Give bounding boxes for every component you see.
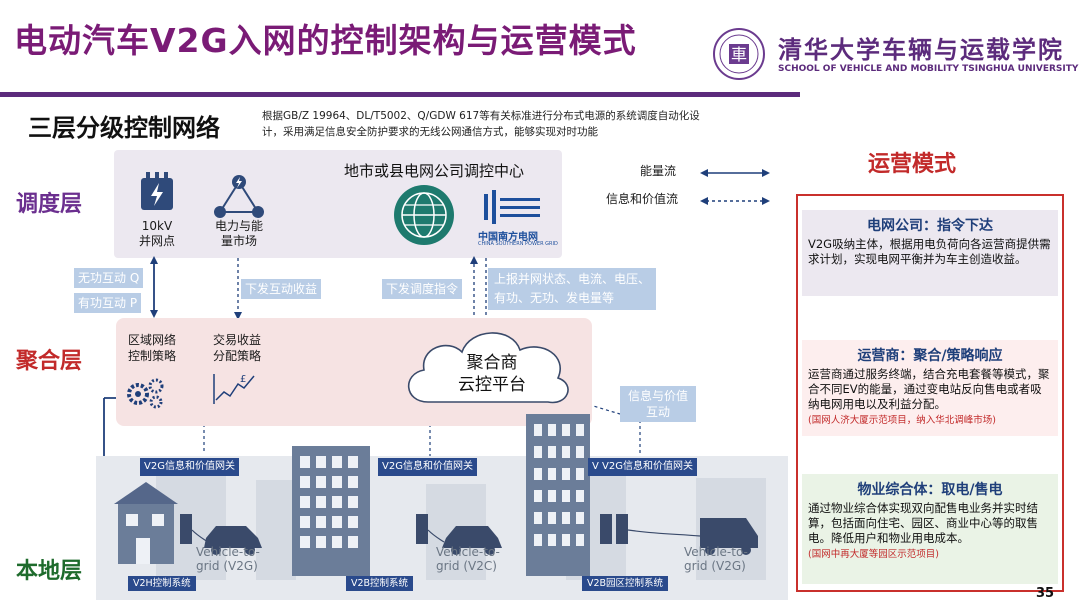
grid-company-card: 电网公司：指令下达 V2G吸纳主体，根据用电负荷向各运营商提供需求计划，实现电网…: [802, 210, 1058, 296]
school-name-en: SCHOOL OF VEHICLE AND MOBILITY TSINGHUA …: [778, 64, 1079, 74]
v2b-control-system-tag: V2B控制系统: [346, 576, 414, 591]
report-status-tag: 上报并网状态、电流、电压、 有功、无功、发电量等: [488, 268, 657, 310]
trade-strategy-line-1: 交易收益: [212, 333, 261, 347]
legend-info-arrow-icon: [700, 192, 770, 211]
v2g-caption-b-2: grid (V2C): [436, 559, 497, 573]
dispatch-command-tag: 下发调度指令: [382, 279, 463, 299]
v2g-gateway-1: V2G信息和价值网关: [140, 458, 239, 476]
grid-company-card-body: V2G吸纳主体，根据用电负荷向各运营商提供需求计划，实现电网平衡并为车主创造收益…: [808, 237, 1051, 266]
school-name-cn: 清华大学车辆与运载学院: [778, 36, 1064, 64]
tsinghua-seal-logo: 車: [713, 28, 765, 80]
standards-note: 根据GB/Z 19964、DL/T5002、Q/GDW 617等有关标准进行分布…: [262, 110, 700, 138]
v2g-caption-c-1: Vehicle-to-: [684, 545, 748, 559]
property-complex-card: 物业综合体：取电/售电 通过物业综合体实现双向配售电业务并实时结算，包括面向住宅…: [802, 474, 1058, 584]
revenue-chart-icon: £: [210, 370, 258, 410]
operation-mode-title: 运营模式: [868, 152, 957, 177]
property-complex-card-body: 通过物业综合体实现双向配售电业务并实时结算，包括面向住宅、园区、商业中心等的取售…: [808, 501, 1038, 545]
aggregator-cloud-icon: [398, 322, 576, 416]
v2b-park-control-system-tag: V2B园区控制系统: [582, 576, 669, 591]
csg-name-cn: 中国南方电网: [478, 232, 538, 243]
aggregation-layer-label: 聚合层: [16, 349, 83, 374]
info-value-line-2: 互动: [646, 405, 671, 419]
v2g-caption-c-2: grid (V2G): [684, 559, 746, 573]
control-center-name: 地市或县电网公司调控中心: [344, 162, 525, 180]
cloud-platform-label: 聚合商 云控平台: [436, 352, 548, 396]
reactive-power-tag: 无功互动 Q: [74, 268, 144, 288]
legend-energy-flow: 能量流: [640, 164, 677, 178]
page-title: 电动汽车V2G入网的控制架构与运营模式: [14, 21, 637, 60]
v2g-caption-a-1: Vehicle-to-: [196, 545, 260, 559]
report-line-2: 有功、无功、发电量等: [494, 291, 615, 305]
property-complex-card-note: (国网中再大厦等园区示范项目): [808, 549, 939, 560]
regional-strategy-line-1: 区域网络: [127, 333, 176, 347]
legend-info-flow: 信息和价值流: [606, 192, 679, 206]
v2h-control-system-tag: V2H控制系统: [128, 576, 196, 591]
v2g-caption-b-1: Vehicle-to-: [436, 545, 500, 559]
cloud-line-1: 聚合商: [466, 353, 518, 373]
v2g-caption-a-2: grid (V2G): [196, 559, 258, 573]
svg-text:£: £: [240, 374, 246, 385]
trade-strategy-line-2: 分配策略: [212, 349, 261, 363]
china-southern-grid-logo: [480, 188, 544, 228]
info-value-tag: 信息与价值 互动: [620, 386, 697, 422]
csg-name-en: CHINA SOUTHERN POWER GRID: [478, 241, 558, 247]
revenue-tag: 下发互动收益: [241, 279, 322, 299]
transformer-icon: [138, 172, 176, 216]
property-complex-card-title: 物业综合体：取电/售电: [857, 482, 1003, 498]
v2g-gateway-3: V V2G信息和价值网关: [588, 458, 697, 476]
seal-char: 車: [731, 45, 747, 64]
dispatch-layer-label: 调度层: [16, 192, 83, 217]
city-scene: [114, 414, 766, 580]
section-subtitle: 三层分级控制网络: [28, 114, 220, 142]
operator-card-note: (国网人济大厦示范项目，纳入华北调峰市场): [808, 415, 996, 426]
energy-market-icon: [214, 174, 264, 222]
legend-energy-arrow-icon: [700, 164, 770, 183]
active-power-tag: 有功互动 P: [74, 293, 142, 313]
market-label-2: 量市场: [220, 234, 257, 248]
v2g-caption-b: Vehicle-to- grid (V2C): [436, 545, 500, 573]
grid-company-card-title: 电网公司：指令下达: [867, 218, 993, 234]
regional-strategy-line-2: 控制策略: [127, 349, 176, 363]
info-value-line-1: 信息与价值: [628, 389, 689, 403]
gears-icon: [126, 374, 166, 414]
local-layer-label: 本地层: [16, 559, 83, 584]
v2g-caption-a: Vehicle-to- grid (V2G): [196, 545, 260, 573]
state-grid-logo: [392, 183, 456, 251]
market-label-1: 电力与能: [214, 219, 263, 233]
operator-card-body: 运营商通过服务终端，结合充电套餐等模式，聚合不同EV的能量，通过变电站反向售电或…: [808, 367, 1050, 411]
v2g-caption-c: Vehicle-to- grid (V2G): [684, 545, 748, 573]
transformer-label-1: 10kV: [141, 219, 173, 233]
cloud-line-2: 云控平台: [458, 375, 526, 395]
operator-card: 运营商：聚合/策略响应 运营商通过服务终端，结合充电套餐等模式，聚合不同EV的能…: [802, 340, 1058, 436]
page-number: 35: [1036, 586, 1055, 601]
report-line-1: 上报并网状态、电流、电压、: [494, 272, 651, 286]
transformer-label-2: 并网点: [138, 234, 175, 248]
title-underline-bar: [0, 92, 800, 97]
v2g-gateway-2: V2G信息和价值网关: [378, 458, 477, 476]
operator-card-title: 运营商：聚合/策略响应: [857, 348, 1003, 364]
